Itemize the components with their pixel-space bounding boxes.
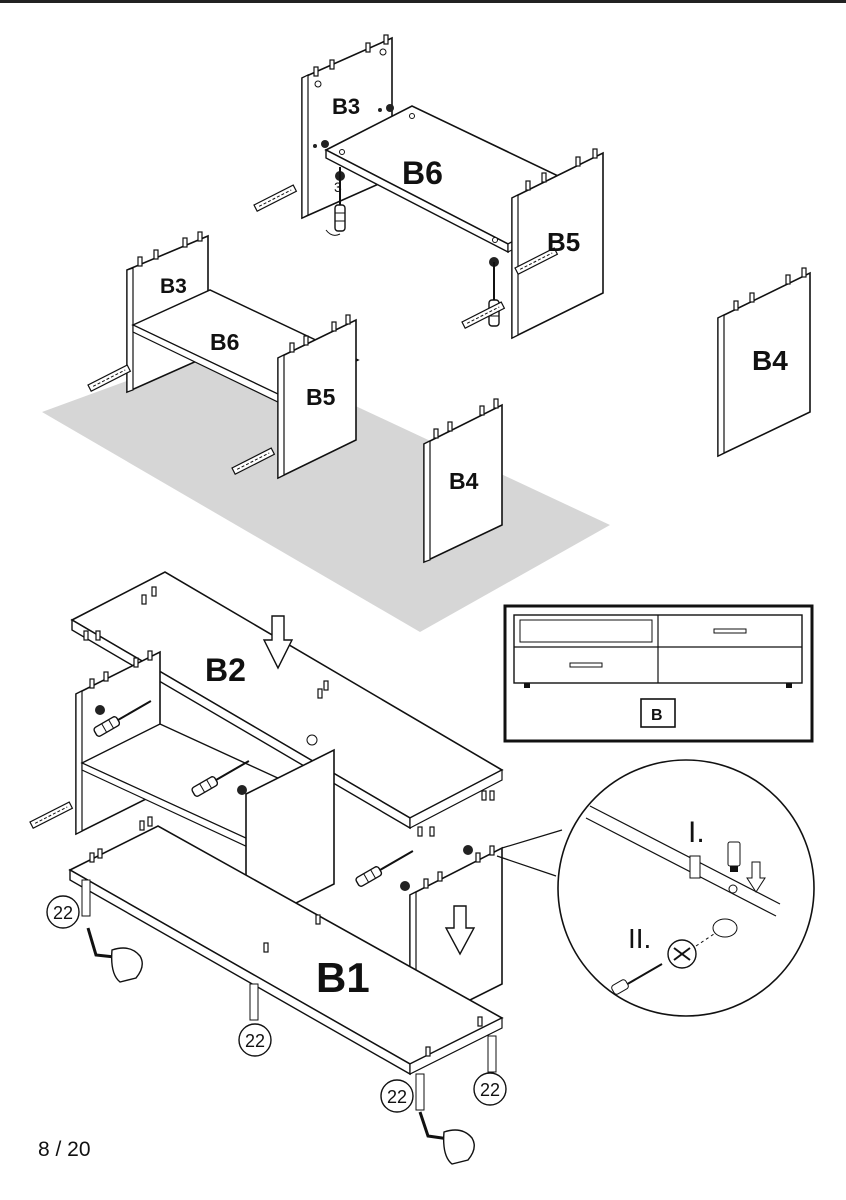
b4-panel-right: B4 (717, 267, 811, 458)
screw-number: 3 (334, 179, 342, 195)
step-two-label: II. (628, 923, 651, 954)
part-label-b3-left: B3 (160, 275, 187, 298)
part-label-b6-top: B6 (402, 155, 443, 191)
leg-number-4: 22 (480, 1080, 500, 1100)
lower-frame: B1 (29, 650, 504, 1165)
part-label-b4-center: B4 (449, 468, 479, 494)
detail-magnifier: I. II. (496, 759, 815, 1017)
leg-number-1: 22 (53, 903, 73, 923)
part-label-b2: B2 (205, 652, 246, 688)
page-number: 8 / 20 (38, 1138, 91, 1161)
left-frame: B3 B6 B5 (87, 231, 360, 480)
leg-number-3: 22 (387, 1087, 407, 1107)
part-label-b5-left: B5 (306, 384, 336, 410)
top-assembly: B3 B6 B5 3 (253, 34, 604, 340)
leg-callouts: 22 22 22 22 (46, 895, 507, 1113)
floor-shadow (42, 345, 610, 632)
top-rule (0, 0, 846, 3)
b4-panel-center: B4 (423, 398, 503, 564)
part-label-b5-top: B5 (547, 227, 580, 257)
part-label-b1: B1 (316, 954, 370, 1001)
product-inset: B (503, 604, 814, 743)
part-label-b4-right: B4 (752, 345, 788, 376)
part-label-b3-top: B3 (332, 94, 360, 119)
step-one-label: I. (688, 816, 705, 849)
inset-label: B (651, 707, 663, 724)
part-label-b6-left: B6 (210, 329, 239, 355)
leg-number-2: 22 (245, 1031, 265, 1051)
